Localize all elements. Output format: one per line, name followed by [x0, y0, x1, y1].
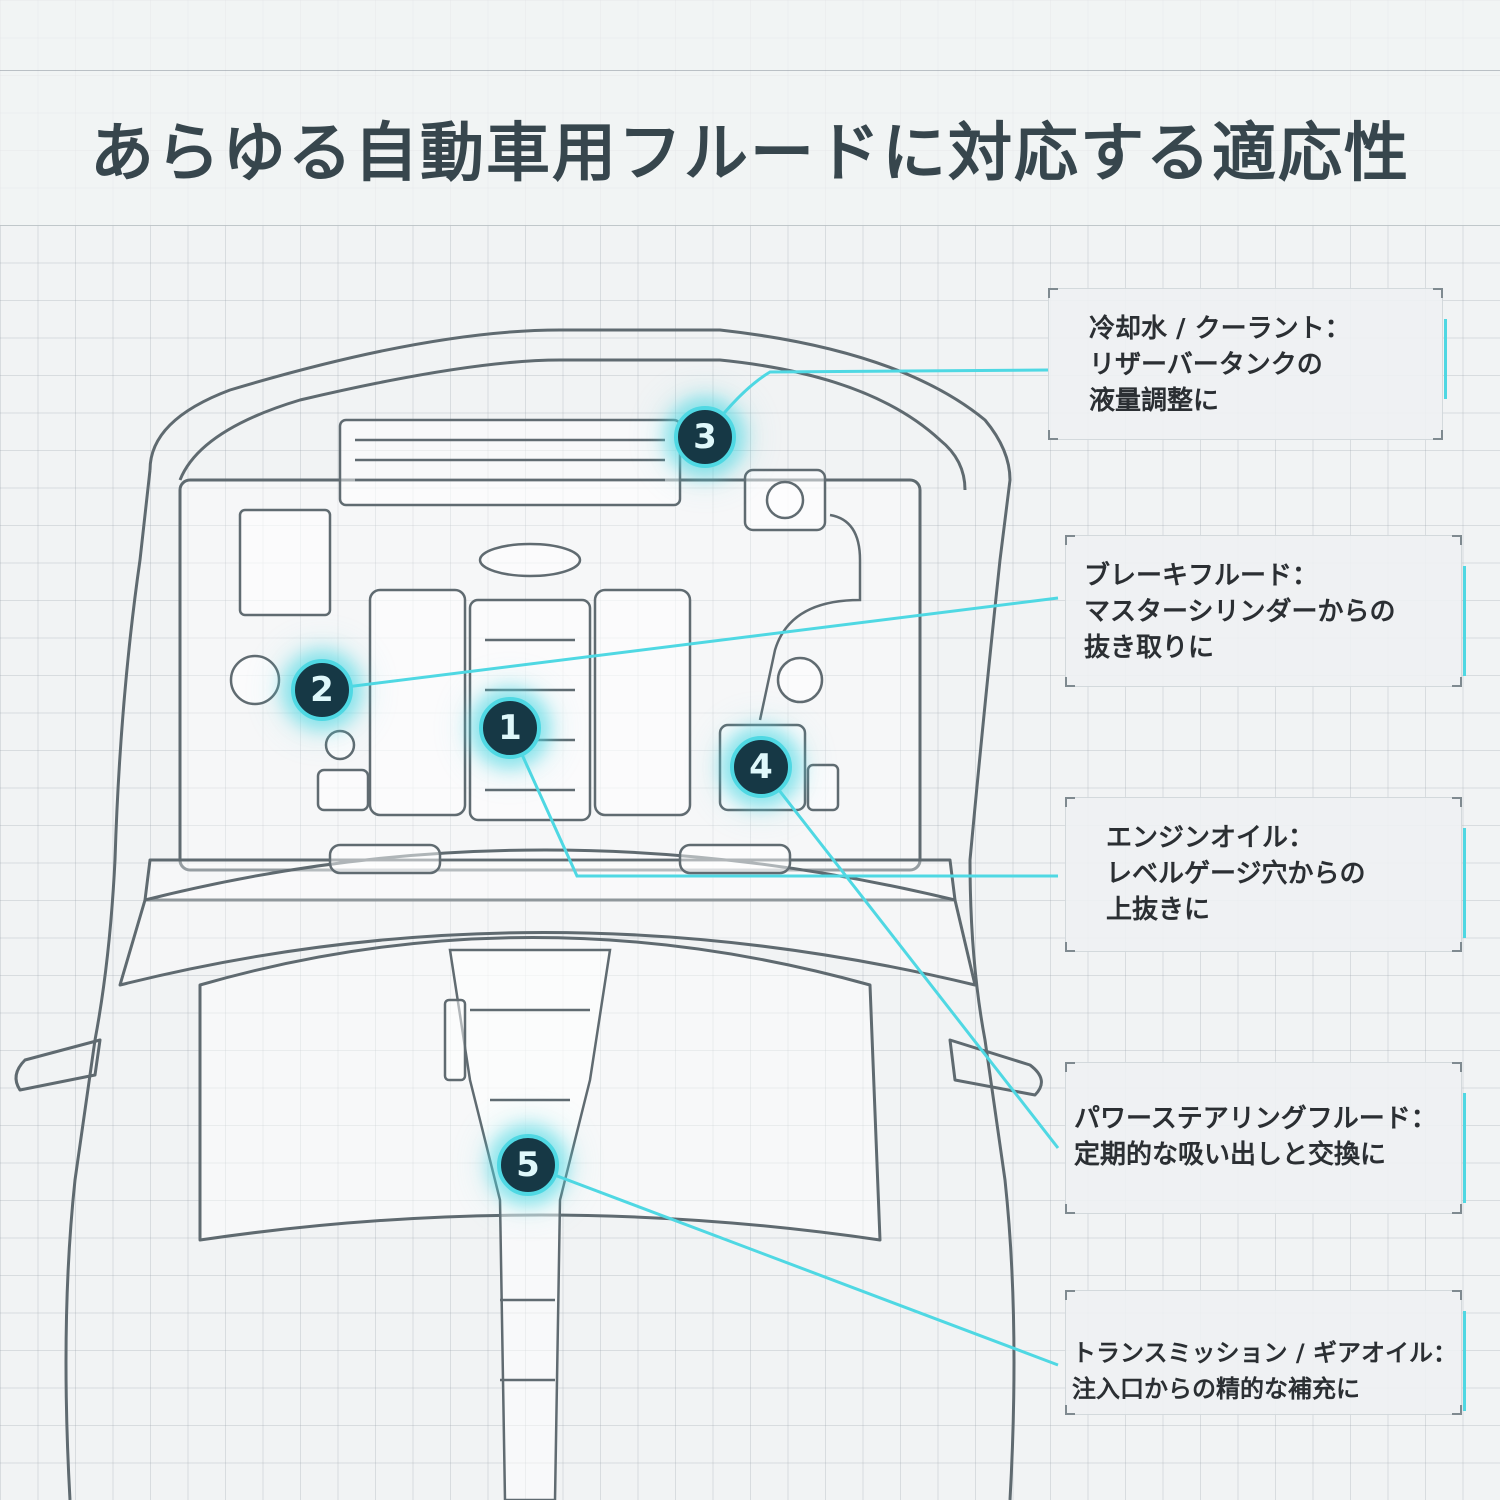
marker-1: 1 [479, 697, 541, 759]
marker-3: 3 [674, 406, 736, 468]
callout-transmission-line-2: 注入口からの精的な補充に [1072, 1375, 1360, 1403]
callout-coolant-line-3: 液量調整に [1089, 386, 1220, 416]
marker-4: 4 [730, 736, 792, 798]
callout-power-steering-line-1: パワーステアリングフルード： [1074, 1104, 1437, 1134]
callout-coolant: 冷却水 / クーラント： リザーバータンクの 液量調整に [1048, 288, 1447, 440]
callout-coolant-line-2: リザーバータンクの [1089, 350, 1323, 380]
leader-line-3 [703, 368, 1049, 438]
callout-brake-fluid-line-1: ブレーキフルード： [1084, 561, 1319, 591]
callout-transmission-oil: トランスミッション / ギアオイル： 注入口からの精的な補充に [1065, 1290, 1466, 1415]
leader-line-4 [759, 766, 1060, 1149]
callout-transmission-line-1: トランスミッション / ギアオイル： [1072, 1339, 1457, 1367]
callout-engine-oil-line-3: 上抜きに [1106, 895, 1211, 925]
leader-line-5 [527, 1163, 1059, 1367]
marker-5: 5 [497, 1134, 559, 1196]
callout-engine-oil-line-1: エンジンオイル： [1106, 823, 1315, 853]
callout-engine-oil: エンジンオイル： レベルゲージ穴からの 上抜きに [1065, 797, 1466, 952]
callout-brake-fluid-line-3: 抜き取りに [1084, 633, 1215, 663]
callout-power-steering-line-2: 定期的な吸い出しと交換に [1074, 1140, 1387, 1170]
header-band [0, 0, 1500, 226]
callout-coolant-line-1: 冷却水 / クーラント： [1089, 314, 1351, 344]
leader-lines [321, 368, 1060, 1367]
page-title: あらゆる自動車用フルードに対応する適応性 [90, 117, 1410, 191]
leader-line-1 [508, 727, 1058, 878]
callout-power-steering-fluid: パワーステアリングフルード： 定期的な吸い出しと交換に [1065, 1062, 1466, 1214]
marker-2: 2 [291, 659, 353, 721]
leader-line-2 [321, 596, 1059, 692]
header-divider [0, 70, 1500, 71]
callout-brake-fluid: ブレーキフルード： マスターシリンダーからの 抜き取りに [1065, 535, 1466, 687]
callout-brake-fluid-line-2: マスターシリンダーからの [1084, 597, 1396, 627]
callout-engine-oil-line-2: レベルゲージ穴からの [1106, 859, 1366, 889]
